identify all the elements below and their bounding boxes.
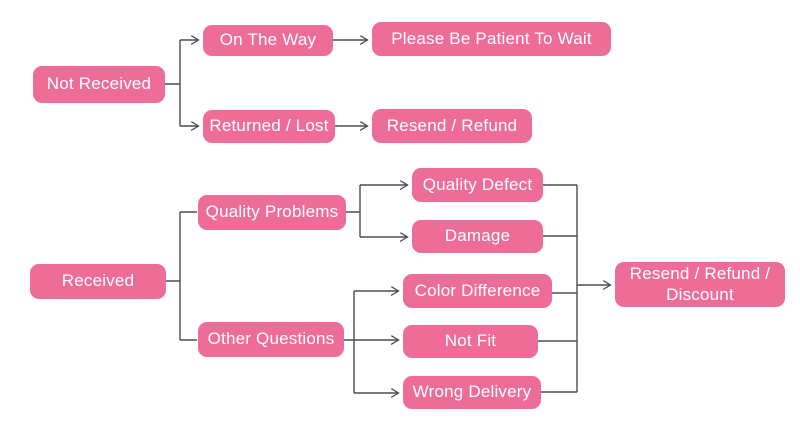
node-color-difference: Color Difference	[403, 274, 552, 308]
node-received: Received	[30, 264, 166, 299]
edge-skeleton	[165, 40, 578, 393]
node-resend-refund: Resend / Refund	[372, 109, 532, 143]
node-damage: Damage	[412, 220, 543, 253]
node-quality-problems: Quality Problems	[198, 195, 346, 230]
node-resend-refund-discount: Resend / Refund / Discount	[615, 262, 785, 307]
node-other-questions: Other Questions	[198, 322, 344, 357]
node-returned-lost: Returned / Lost	[203, 110, 335, 143]
node-quality-defect: Quality Defect	[412, 168, 543, 202]
node-on-the-way: On The Way	[203, 25, 333, 56]
node-not-received: Not Received	[33, 66, 165, 103]
node-wrong-delivery: Wrong Delivery	[403, 376, 541, 409]
node-please-be-patient-to-wait: Please Be Patient To Wait	[372, 22, 611, 56]
node-not-fit: Not Fit	[403, 325, 538, 358]
